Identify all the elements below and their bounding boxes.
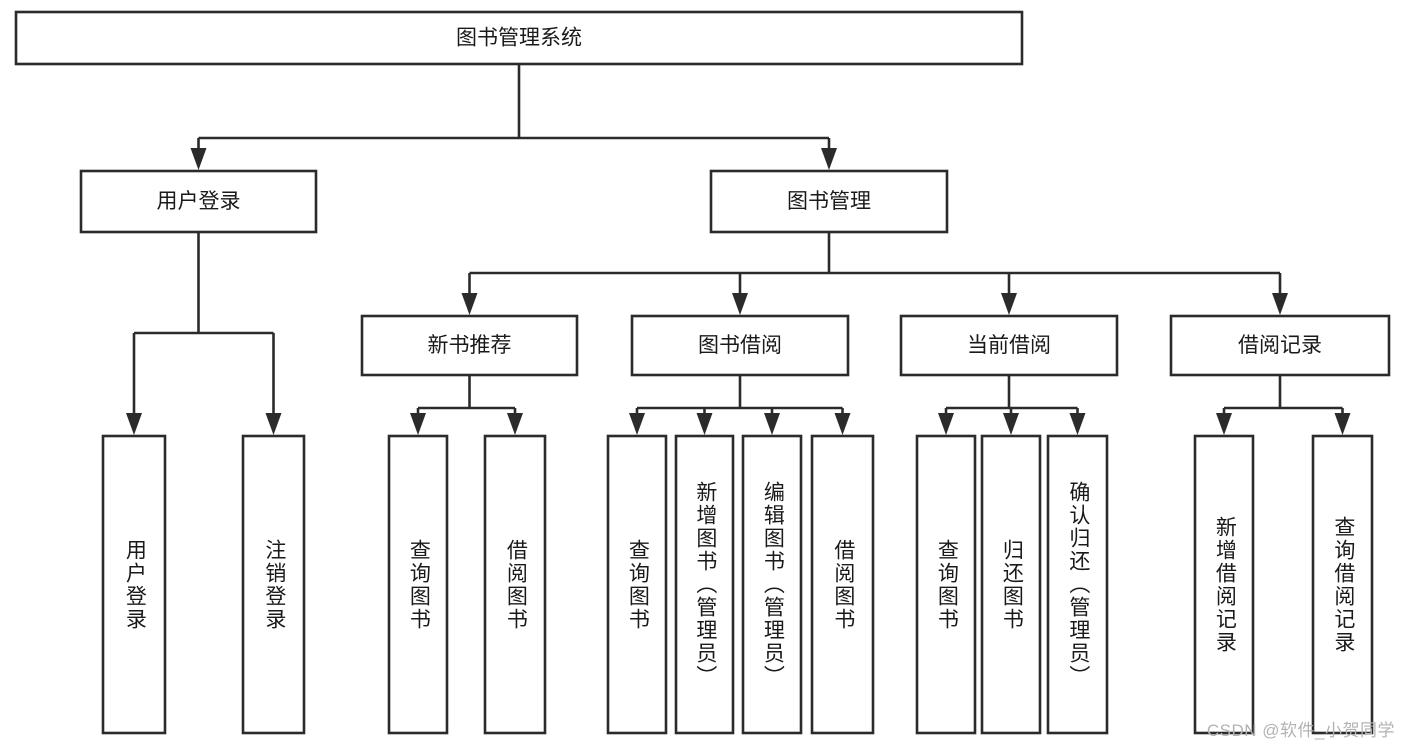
arrow-head-icon <box>732 293 748 315</box>
node-box[interactable] <box>360 314 579 377</box>
arrow-head-icon <box>126 413 142 435</box>
node-box[interactable] <box>483 434 547 735</box>
node-box-layer <box>14 10 1391 735</box>
node-box[interactable] <box>1046 434 1109 735</box>
arrow-head-icon <box>821 148 837 170</box>
node-box[interactable] <box>241 434 306 735</box>
node-box[interactable] <box>606 434 668 735</box>
arrow-head-icon <box>1334 413 1351 435</box>
connector-group-manage <box>461 232 1288 315</box>
csdn-watermark: CSDN @软件_小贺同学 <box>1206 721 1395 740</box>
node-box[interactable] <box>79 169 318 234</box>
node-box[interactable] <box>1311 434 1374 735</box>
arrow-head-icon <box>190 148 207 170</box>
arrow-head-icon <box>1216 413 1232 435</box>
node-label: 借阅记录 <box>1238 334 1322 357</box>
connector-group-login <box>126 232 282 435</box>
node-box[interactable] <box>741 434 803 735</box>
arrow-head-icon <box>265 413 282 435</box>
node-box[interactable] <box>387 434 449 735</box>
connector-group-newrec <box>410 375 523 435</box>
node-label: 当前借阅 <box>967 334 1051 357</box>
arrow-head-icon <box>461 293 478 315</box>
arrow-head-icon <box>764 413 780 435</box>
node-box[interactable] <box>980 434 1042 735</box>
connector-group-root <box>190 64 837 170</box>
node-label: 图书管理系统 <box>456 27 582 50</box>
node-label: 图书管理 <box>787 190 871 213</box>
arrow-head-icon <box>834 413 851 435</box>
arrow-head-icon <box>1003 413 1019 435</box>
node-box[interactable] <box>1193 434 1255 735</box>
arrow-head-icon <box>938 413 954 435</box>
arrow-head-icon <box>1272 293 1288 315</box>
node-label: 用户登录 <box>157 190 241 213</box>
arrow-head-icon <box>1069 413 1086 435</box>
connector-group-record <box>1216 375 1351 435</box>
connector-group-curr <box>938 375 1086 435</box>
node-box[interactable] <box>14 10 1024 66</box>
arrow-head-icon <box>696 413 713 435</box>
node-box[interactable] <box>810 434 875 735</box>
node-box[interactable] <box>709 169 949 234</box>
node-box[interactable] <box>101 434 167 735</box>
arrow-head-icon <box>507 413 523 435</box>
node-box[interactable] <box>915 434 977 735</box>
arrow-head-icon <box>629 413 645 435</box>
node-box[interactable] <box>674 434 735 735</box>
node-label: 新书推荐 <box>428 334 512 357</box>
node-box[interactable] <box>899 314 1119 377</box>
arrow-head-icon <box>1001 293 1017 315</box>
connector-group-borrow <box>629 375 851 435</box>
node-box[interactable] <box>630 314 850 377</box>
node-label: 图书借阅 <box>698 334 782 357</box>
arrow-head-icon <box>410 413 426 435</box>
connector-layer <box>126 64 1351 435</box>
node-box[interactable] <box>1169 314 1391 377</box>
